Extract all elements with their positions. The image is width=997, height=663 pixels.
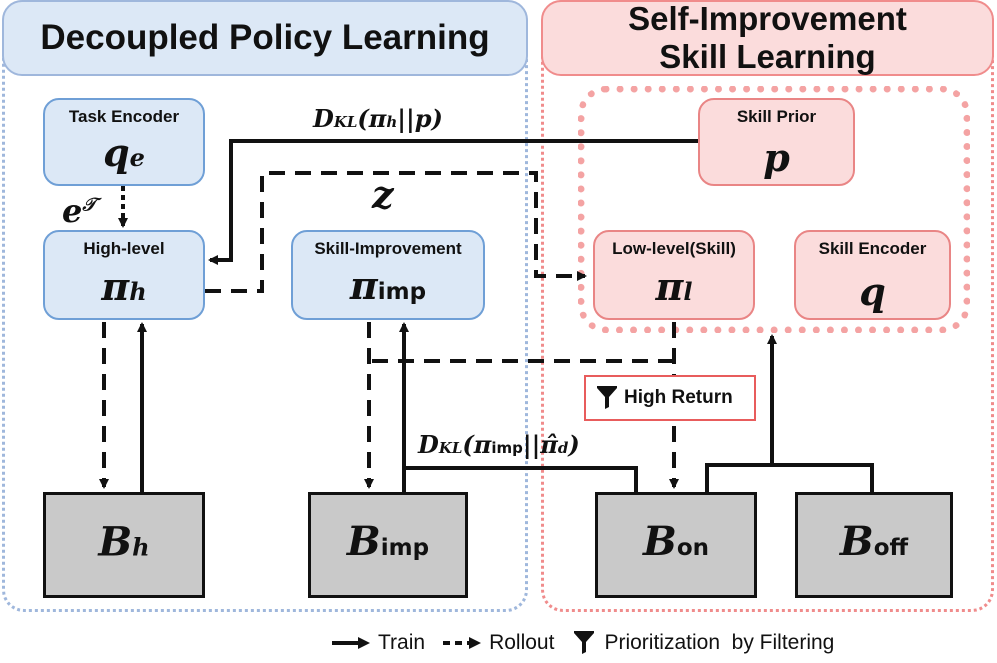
skill-prior-symbol: p [763,135,790,180]
kl-imp-close: ) [568,430,580,459]
header-decoupled-policy-learning: Decoupled Policy Learning [2,0,528,76]
task-encoder-symbol-sub: e [129,143,145,172]
task-encoder-symbol-main: q [103,130,130,175]
header-left-text: Decoupled Policy Learning [40,18,490,57]
edge-buffers-train-skill [705,463,874,492]
high-level-policy-node: High-level πh [43,230,205,320]
kl-high-tail: ||p) [397,104,443,133]
funnel-icon [574,631,595,654]
legend: Train Rollout Prioritization by Filterin… [330,626,850,660]
header-right-line2: Skill Learning [659,38,876,75]
z-label: z [372,172,394,217]
low-level-symbol: πl [595,267,753,312]
kl-imp-tail: ||π̂ [522,430,558,459]
kl-high-body: (π [357,104,387,133]
edge-kl-high [208,139,698,265]
skill-module-group [578,86,970,333]
kl-high-sub: KL [333,113,358,131]
buffer-off-symbol: Boff [798,522,950,568]
buffer-high-symbol-main: B [98,518,133,566]
edge-kl-imp [402,466,638,492]
legend-prioritization: Prioritization by Filtering [570,631,834,655]
legend-prioritization-label: Prioritization by Filtering [604,631,835,654]
skill-improvement-symbol-sub: imp [377,279,427,305]
high-level-label: High-level [83,239,165,258]
buffer-on-symbol-main: B [643,518,677,565]
high-level-symbol-sub: h [129,277,147,306]
skill-improvement-symbol: πimp [293,266,483,312]
funnel-icon [597,386,617,409]
task-embedding-label: e𝒯 [62,192,96,230]
buffer-high-symbol-sub: h [132,532,150,562]
buffer-on-symbol-sub: on [676,535,709,561]
buffer-on-node: Bon [595,492,757,598]
buffer-off-symbol-sub: off [873,535,909,561]
high-return-filter: High Return [584,375,756,421]
buffer-off-symbol-main: B [839,518,874,565]
dashed-arrow-icon [443,637,482,649]
task-embedding-e: e [62,192,83,230]
buffer-high-symbol: Bh [46,522,202,568]
low-level-label: Low-level(Skill) [612,239,736,258]
buffer-imp-node: Bimp [308,492,468,598]
kl-imp-d: D [418,430,439,459]
task-encoder-label: Task Encoder [68,107,180,126]
kl-high-d: D [313,104,334,133]
solid-arrow-icon [332,637,370,649]
kl-high-h: h [386,113,398,131]
header-right-line1: Self-Improvement [628,0,907,37]
low-level-symbol-sub: l [683,277,693,306]
skill-improvement-node: Skill-Improvement πimp [291,230,485,320]
edge-z [205,171,587,293]
task-encoder-symbol: qe [45,133,203,178]
kl-imp-sub: KL [438,439,463,457]
kl-imp-dsub: d [557,439,569,457]
skill-prior-label: Skill Prior [736,107,817,126]
buffer-high-node: Bh [43,492,205,598]
low-level-symbol-main: π [655,264,684,309]
kl-imp-imp: imp [491,439,523,457]
high-return-label: High Return [624,387,733,408]
buffer-imp-symbol-sub: imp [380,535,430,561]
high-level-symbol-main: π [101,264,130,309]
kl-high-label: DKL(πh||p) [313,104,443,133]
skill-improvement-label: Skill-Improvement [314,239,462,258]
task-embedding-sup: 𝒯 [82,194,97,216]
legend-train-label: Train [378,631,426,654]
buffer-imp-symbol-main: B [346,518,381,565]
low-level-skill-node: Low-level(Skill) πl [593,230,755,320]
legend-rollout: Rollout [441,631,554,655]
buffer-off-node: Boff [795,492,953,598]
buffer-imp-symbol: Bimp [311,522,465,568]
kl-imp-label: DKL(πimp||π̂d) [418,430,580,459]
skill-encoder-label: Skill Encoder [818,239,927,258]
skill-improvement-symbol-main: π [349,263,378,308]
kl-imp-body: (π [462,430,492,459]
buffer-on-symbol: Bon [598,522,754,568]
skill-encoder-node: Skill Encoder q [794,230,951,320]
legend-train: Train [330,631,425,655]
legend-rollout-label: Rollout [489,631,555,654]
skill-prior-node: Skill Prior p [698,98,855,186]
skill-encoder-symbol: q [859,269,886,314]
header-self-improvement: Self-Improvement Skill Learning [541,0,994,76]
high-level-symbol: πh [45,267,203,312]
task-encoder-node: Task Encoder qe [43,98,205,186]
